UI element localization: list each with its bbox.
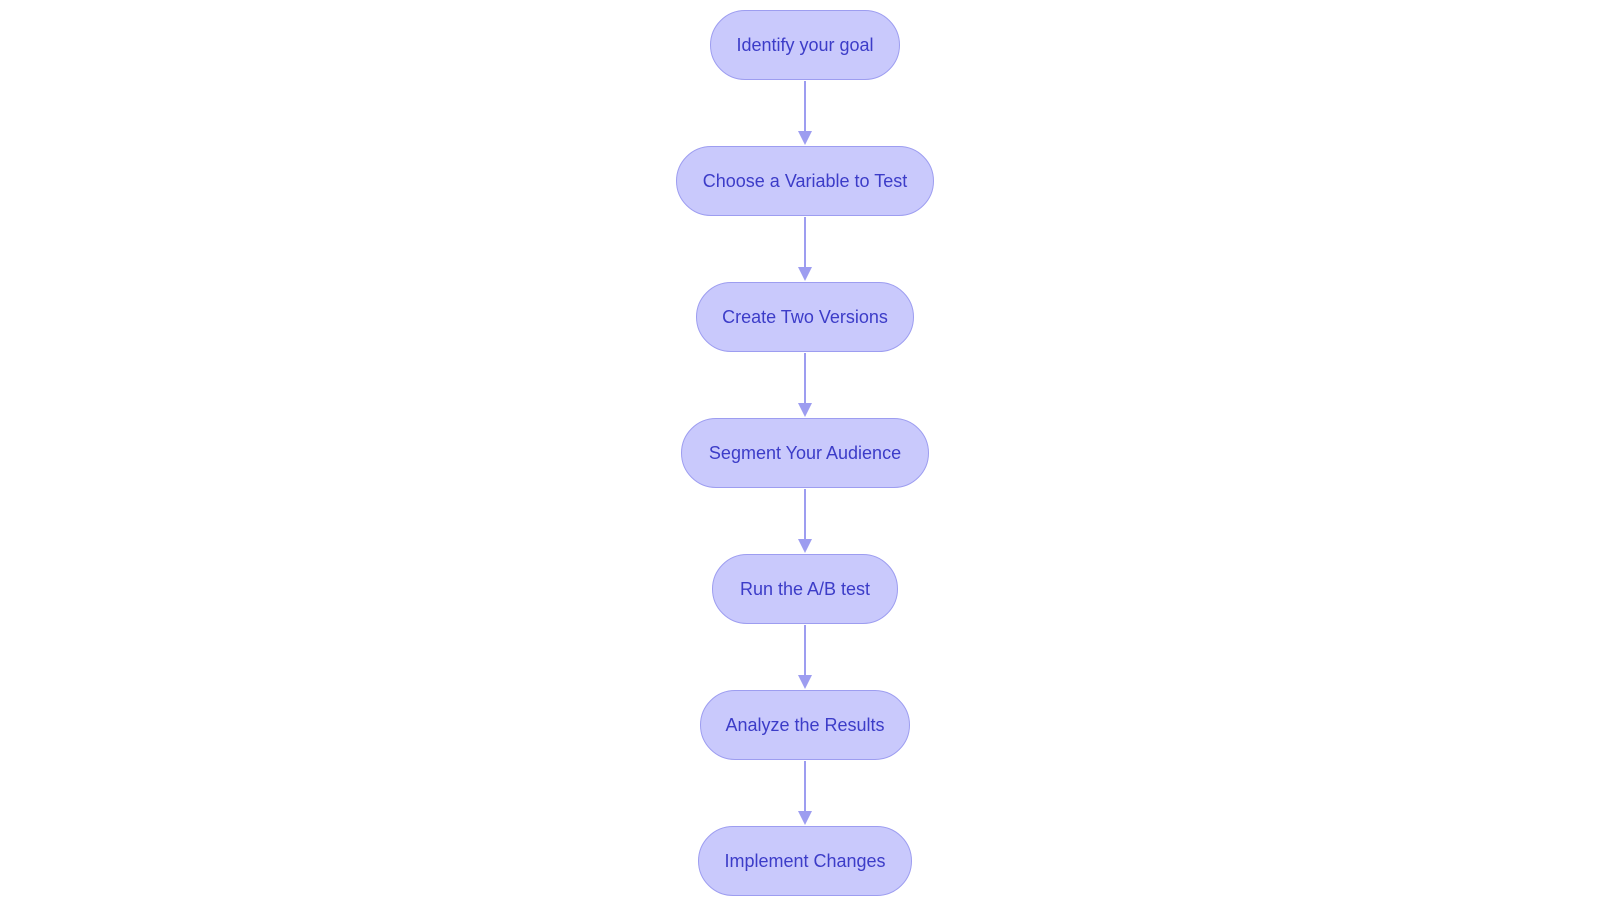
- edge-4-to-5: [798, 489, 812, 553]
- edge-5-to-6: [798, 625, 812, 689]
- step-identify-goal: Identify your goal: [710, 10, 900, 80]
- step-analyze-results: Analyze the Results: [700, 690, 910, 760]
- edge-3-to-4: [798, 353, 812, 417]
- step-segment-audience: Segment Your Audience: [681, 418, 929, 488]
- step-implement-changes: Implement Changes: [698, 826, 912, 896]
- edge-6-to-7: [798, 761, 812, 825]
- step-create-versions: Create Two Versions: [696, 282, 914, 352]
- edge-2-to-3: [798, 217, 812, 281]
- edge-1-to-2: [798, 81, 812, 145]
- step-run-ab-test: Run the A/B test: [712, 554, 898, 624]
- step-choose-variable: Choose a Variable to Test: [676, 146, 934, 216]
